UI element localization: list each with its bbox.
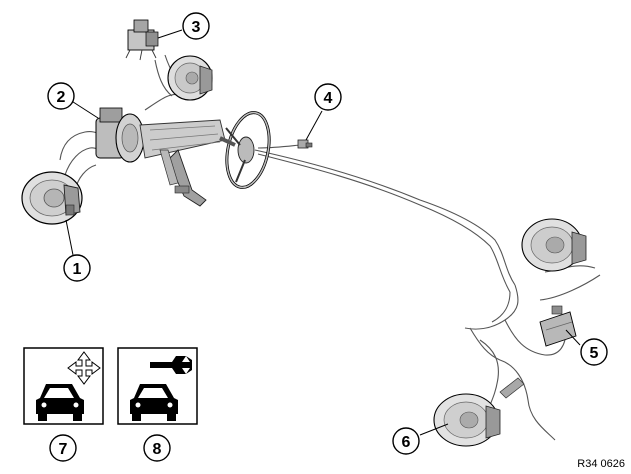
icon-box-8 xyxy=(117,347,198,425)
steering-wheel xyxy=(219,111,271,189)
svg-text:7: 7 xyxy=(59,441,68,458)
abs-control-unit xyxy=(125,19,159,61)
callout-8: 8 xyxy=(143,434,171,462)
callout-6: 6 xyxy=(392,427,420,455)
callout-5: 5 xyxy=(580,338,608,366)
car-icon xyxy=(130,384,178,421)
svg-text:4: 4 xyxy=(324,90,333,107)
svg-text:1: 1 xyxy=(73,261,82,278)
svg-text:6: 6 xyxy=(402,434,411,451)
rear-left-brake-disc xyxy=(433,377,525,447)
wrench-icon xyxy=(150,356,192,374)
callout-7: 7 xyxy=(49,434,77,462)
reference-code: R34 0626 xyxy=(577,458,625,470)
front-left-brake-disc xyxy=(21,171,83,225)
svg-text:8: 8 xyxy=(153,441,162,458)
parking-brake-module xyxy=(539,305,577,347)
brake-servo-unit xyxy=(95,107,226,207)
callout-2: 2 xyxy=(47,82,75,110)
callout-1: 1 xyxy=(63,254,91,282)
svg-text:5: 5 xyxy=(590,345,599,362)
callout-4: 4 xyxy=(314,83,342,111)
svg-text:3: 3 xyxy=(192,19,201,36)
rear-right-brake-disc xyxy=(521,218,587,272)
icon-box-7 xyxy=(23,347,104,425)
svg-text:2: 2 xyxy=(57,89,66,106)
leader-lines xyxy=(65,29,581,436)
move-arrows-icon xyxy=(67,351,101,385)
car-icon xyxy=(36,384,84,421)
front-right-brake-disc xyxy=(167,55,213,101)
callout-3: 3 xyxy=(182,12,210,40)
brake-sensor xyxy=(297,139,313,149)
